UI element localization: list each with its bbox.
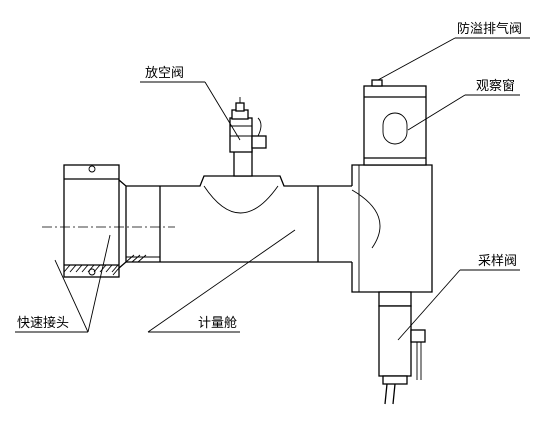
- vent-valve: [229, 97, 267, 177]
- window-body: [363, 85, 427, 166]
- label-quick-connector: 快速接头: [17, 315, 69, 331]
- elbow-inner-curve: [351, 189, 381, 249]
- label-sampling-valve: 采样阀: [478, 254, 517, 269]
- sampling-valve-body: [378, 305, 412, 377]
- overflow-valve-cap: [371, 79, 383, 87]
- elbow-housing: [351, 164, 433, 293]
- observation-window-housing: [363, 79, 427, 166]
- label-observation-window: 观察窗: [476, 78, 515, 94]
- connector-flange: [63, 164, 120, 278]
- chamber-inner-curve: [203, 185, 279, 214]
- connector-bolt-top: [88, 165, 96, 173]
- leader-lines: [15, 37, 530, 341]
- observation-window: [382, 112, 408, 145]
- label-metering-chamber: 计量舱: [198, 316, 237, 331]
- label-overflow-exhaust-valve: 防溢排气阀: [457, 21, 522, 37]
- label-vent-valve: 放空阀: [145, 66, 184, 81]
- metering-chamber: [159, 175, 352, 263]
- quick-connector: [42, 164, 175, 278]
- connector-bolt-bottom: [88, 268, 96, 276]
- sampling-valve: [378, 291, 426, 405]
